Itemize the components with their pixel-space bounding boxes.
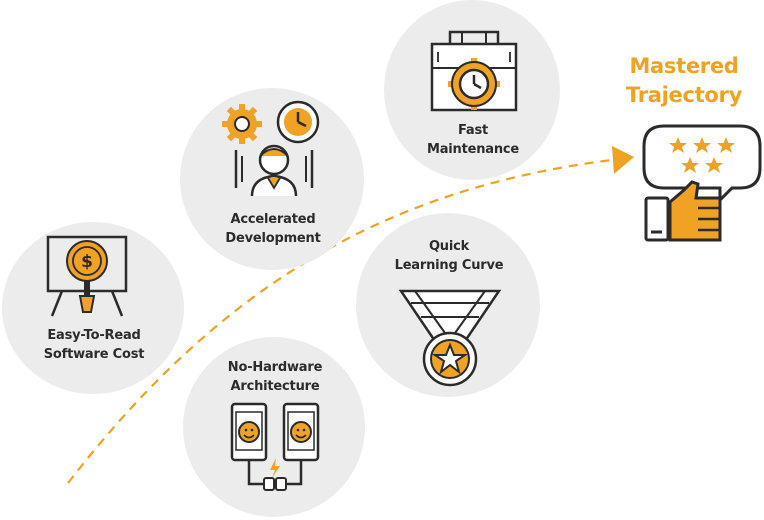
goal-title: Mastered Trajectory	[604, 52, 764, 110]
node-label-line: Fast	[457, 123, 489, 138]
thumbs-up-rating-icon	[642, 124, 762, 242]
goal-title-line: Mastered	[629, 54, 739, 78]
node-label-line: Easy-To-Read	[47, 328, 141, 343]
node-label-quick-learning: Quick Learning Curve	[366, 237, 532, 275]
toolbox-clock-icon	[430, 30, 518, 112]
svg-text:$: $	[81, 252, 93, 272]
node-label-line: Quick	[428, 239, 470, 254]
node-label-line: Architecture	[230, 379, 320, 394]
node-label-line: No-Hardware	[227, 360, 323, 375]
node-label-fast-maintenance: Fast Maintenance	[390, 121, 556, 159]
node-label-line: Maintenance	[426, 142, 520, 157]
developer-gears-clock-icon	[222, 100, 320, 197]
node-label-line: Accelerated	[230, 212, 316, 227]
node-label-line: Development	[225, 231, 321, 246]
dollar-presentation-icon: $	[46, 235, 128, 317]
medal-star-icon	[398, 289, 502, 387]
goal-title-line: Trajectory	[626, 83, 742, 107]
connected-phones-icon	[230, 402, 320, 491]
node-label-software-cost: Easy-To-Read Software Cost	[12, 326, 176, 364]
node-label-line: Learning Curve	[394, 258, 504, 273]
node-label-accelerated-development: Accelerated Development	[190, 210, 356, 248]
node-label-line: Software Cost	[43, 347, 145, 362]
node-label-no-hardware: No-Hardware Architecture	[192, 358, 358, 396]
